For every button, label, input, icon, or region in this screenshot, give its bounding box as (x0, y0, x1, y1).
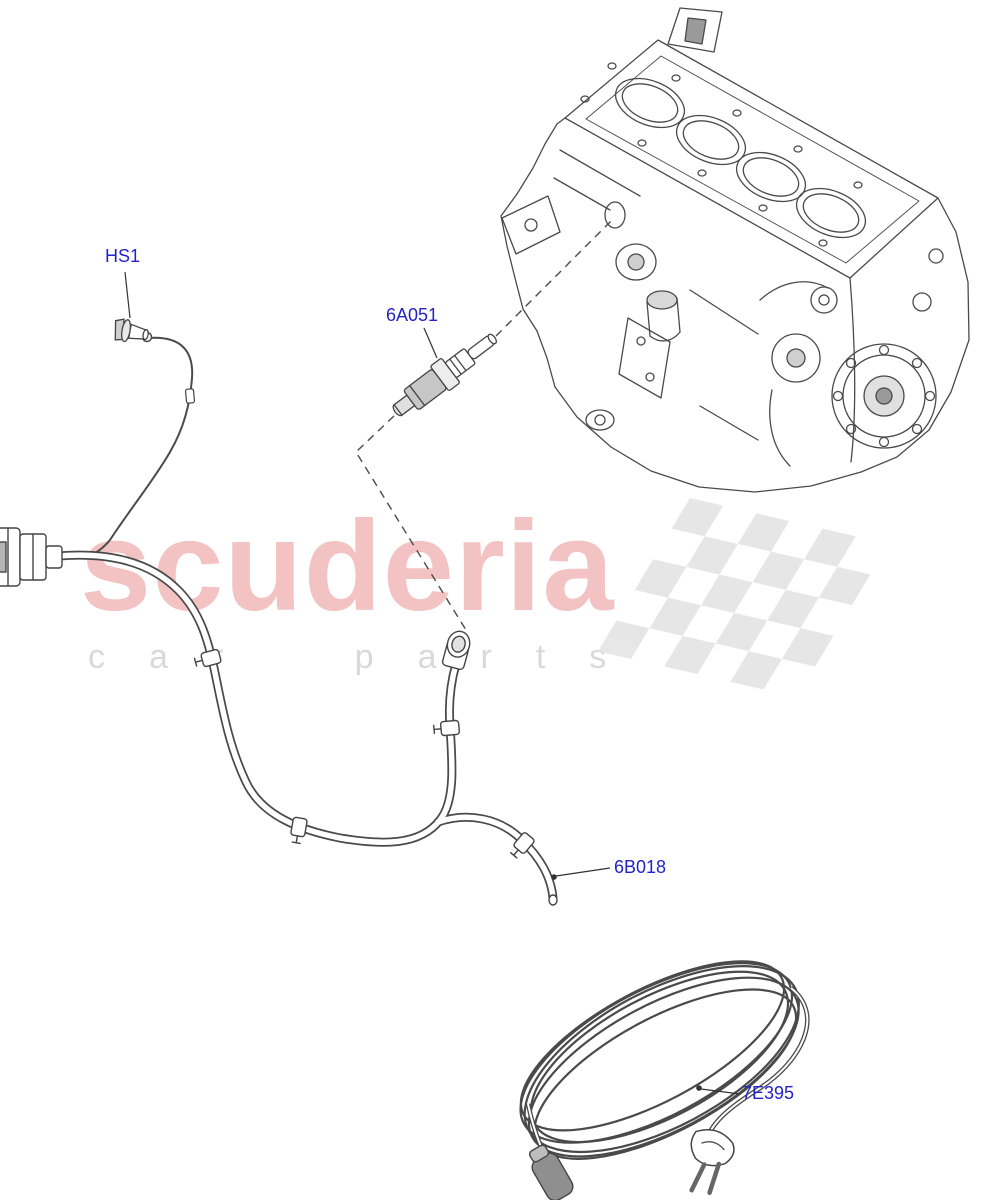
checkered-flag-watermark (597, 498, 871, 690)
cylinder-bores (614, 77, 867, 239)
assembly-dashed-lines (355, 219, 613, 631)
cord-leader-line (700, 1088, 741, 1095)
heater-connector (441, 630, 471, 671)
harness-end-terminal (548, 894, 558, 906)
label-6a051: 6A051 (386, 305, 439, 325)
block-heater-illustration (392, 333, 497, 417)
watermark-tagline: car parts (88, 638, 651, 676)
harness-connector-left (0, 527, 63, 587)
power-cord-illustration (519, 960, 810, 1200)
cord-leader-dot (696, 1085, 702, 1091)
harness-clip (193, 648, 222, 668)
harness-leader-dot (551, 874, 557, 880)
heater-leader-line (423, 327, 438, 359)
ground-wire (77, 336, 194, 559)
harness-clip (509, 832, 535, 859)
cord-boot (528, 1144, 574, 1200)
label-7e395: 7E395 (742, 1083, 795, 1103)
harness-clip (290, 816, 308, 845)
label-6b018: 6B018 (614, 857, 667, 877)
harness-clip (433, 719, 461, 737)
harness-leader-line (555, 867, 611, 877)
watermark-brand: scuderia (80, 495, 615, 638)
label-hs1: HS1 (105, 246, 141, 266)
wire-clip (184, 388, 196, 404)
wiring-harness-illustration (0, 318, 558, 906)
callout-leaders (124, 271, 741, 1095)
hs1-bolt (114, 318, 149, 343)
engine-block-illustration (500, 7, 970, 493)
hs1-leader-line (124, 271, 131, 319)
power-plug (689, 1128, 735, 1195)
